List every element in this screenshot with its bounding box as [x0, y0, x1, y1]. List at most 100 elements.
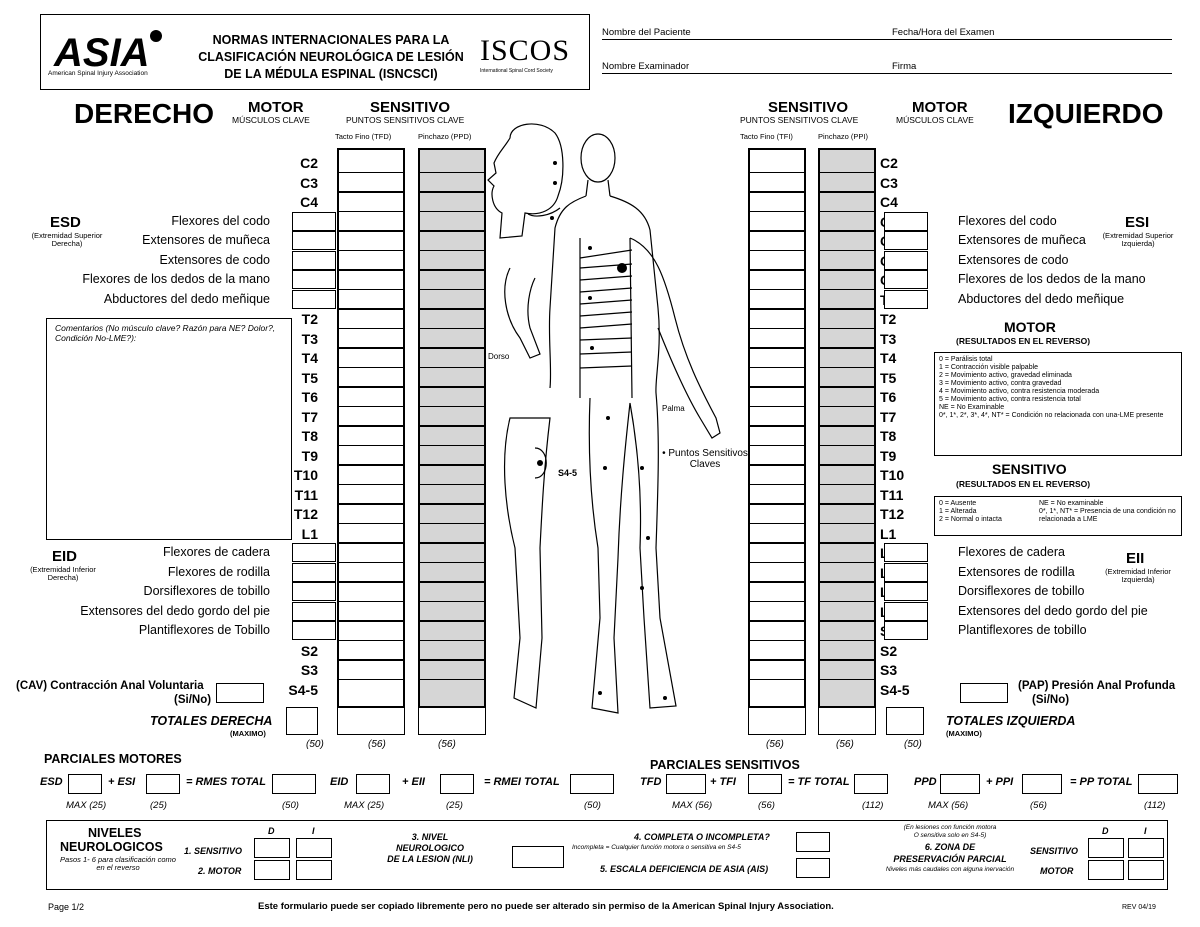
- left-side-title: IZQUIERDO: [1008, 98, 1164, 129]
- completeness-input[interactable]: [796, 832, 830, 852]
- right-motor-score-box[interactable]: [292, 543, 336, 562]
- lel-subscore-input[interactable]: [440, 774, 474, 794]
- lel-subscore-label: + EII: [402, 776, 425, 788]
- left-motor-score-box[interactable]: [884, 543, 928, 562]
- left-motor-title: MOTOR: [912, 99, 968, 116]
- ais-input[interactable]: [796, 858, 830, 878]
- right-motor-total[interactable]: [286, 707, 318, 735]
- sensory-row-divider: [418, 347, 486, 349]
- left-motor-score-box[interactable]: [884, 250, 928, 270]
- right-motor-score-box[interactable]: [292, 250, 336, 270]
- signature-field[interactable]: Firma: [892, 62, 1172, 74]
- vac-label: (CAV) Contracción Anal Voluntaria: [16, 680, 204, 692]
- levels-motor-label: 2. MOTOR: [198, 866, 242, 876]
- sensory-row-divider: [337, 308, 405, 310]
- nli-line-3: DE LA LESION (NLI): [387, 854, 473, 864]
- right-motor-score-box[interactable]: [292, 231, 336, 250]
- sensory-level-left[interactable]: [296, 838, 332, 858]
- nli-input[interactable]: [512, 846, 564, 868]
- left-segment-label: T2: [880, 311, 897, 327]
- left-pp-column[interactable]: [818, 148, 876, 708]
- left-pp-total[interactable]: [818, 707, 876, 735]
- lel-label: EII: [1126, 550, 1145, 567]
- left-motor-subtitle: MÚSCULOS CLAVE: [896, 115, 974, 125]
- zpp-motor-right[interactable]: [1088, 860, 1124, 880]
- sensory-row-divider: [418, 561, 486, 563]
- ler-subscore-label: EID: [330, 776, 349, 788]
- subscore-max-label: MAX (25): [344, 800, 385, 811]
- dap-input[interactable]: [960, 683, 1008, 703]
- right-upper-muscle-label: Flexores del codo: [171, 213, 270, 228]
- motor-level-left[interactable]: [296, 860, 332, 880]
- left-motor-score-box[interactable]: [884, 289, 928, 309]
- left-motor-score-box[interactable]: [884, 621, 928, 640]
- uems-total-input[interactable]: [272, 774, 316, 794]
- comments-box[interactable]: Comentarios (No músculo clave? Razón par…: [46, 318, 292, 540]
- sensory-row-divider: [418, 464, 486, 466]
- sensory-level-right[interactable]: [254, 838, 290, 858]
- right-max-motor: (50): [306, 739, 324, 750]
- left-motor-score-box[interactable]: [884, 231, 928, 250]
- sensory-row-divider: [337, 425, 405, 427]
- left-sensory-title: SENSITIVO: [768, 99, 849, 116]
- uer-subscore-input[interactable]: [68, 774, 102, 794]
- ltr-subscore-input[interactable]: [666, 774, 706, 794]
- left-segment-label: S2: [880, 642, 898, 659]
- footer-page: Page 1/2: [48, 902, 85, 912]
- completeness-label: 4. COMPLETA O INCOMPLETA?: [634, 832, 770, 842]
- left-motor-score-box[interactable]: [884, 562, 928, 582]
- right-motor-score-box[interactable]: [292, 601, 336, 621]
- zpp-sensory-right[interactable]: [1088, 838, 1124, 858]
- exam-date-field[interactable]: Fecha/Hora del Examen: [892, 27, 1172, 40]
- sensory-row-divider: [748, 483, 806, 485]
- ltl-subscore-label: + TFI: [710, 776, 736, 788]
- right-motor-score-box[interactable]: [292, 270, 336, 289]
- right-lt-total[interactable]: [337, 707, 405, 735]
- left-max-pp: (56): [836, 739, 854, 750]
- sensory-row-divider: [418, 600, 486, 602]
- lt-total-input[interactable]: [854, 774, 888, 794]
- ppr-subscore-input[interactable]: [940, 774, 980, 794]
- left-segment-label: T12: [880, 506, 905, 522]
- zpp-sensory-left[interactable]: [1128, 838, 1164, 858]
- front-rib-lines: [579, 249, 633, 369]
- right-pp-column[interactable]: [418, 148, 486, 708]
- sensory-row-divider: [337, 542, 405, 544]
- ler-subscore-input[interactable]: [356, 774, 390, 794]
- subscore-max-label: (56): [1030, 800, 1047, 811]
- sensory-row-divider: [748, 347, 806, 349]
- sensory-row-divider: [337, 464, 405, 466]
- patient-name-field[interactable]: Nombre del Paciente: [602, 27, 892, 40]
- left-motor-score-box[interactable]: [884, 270, 928, 289]
- right-motor-score-box[interactable]: [292, 211, 336, 231]
- left-segment-label: S3: [880, 662, 898, 678]
- pp-total-input[interactable]: [1138, 774, 1178, 794]
- uel-subscore-input[interactable]: [146, 774, 180, 794]
- left-motor-total[interactable]: [886, 707, 924, 735]
- right-motor-score-box[interactable]: [292, 582, 336, 601]
- right-motor-score-box[interactable]: [292, 289, 336, 309]
- lems-total-input[interactable]: [570, 774, 614, 794]
- left-lt-column[interactable]: [748, 148, 806, 708]
- ppl-subscore-input[interactable]: [1022, 774, 1062, 794]
- motor-legend-line: 3 = Movimiento activo, contra gravedad: [939, 380, 1062, 387]
- footer-notice: Este formulario puede ser copiado librem…: [258, 901, 834, 912]
- sensory-row-divider: [337, 444, 405, 446]
- right-lt-column[interactable]: [337, 148, 405, 708]
- palm-label: Palma: [662, 404, 685, 413]
- right-pp-total[interactable]: [418, 707, 486, 735]
- left-pp-label: Pinchazo (PPI): [818, 132, 869, 141]
- left-motor-score-box[interactable]: [884, 582, 928, 601]
- left-motor-score-box[interactable]: [884, 211, 928, 231]
- motor-level-right[interactable]: [254, 860, 290, 880]
- right-segment-label: S4-5: [288, 681, 318, 698]
- left-motor-score-box[interactable]: [884, 601, 928, 621]
- left-lt-total[interactable]: [748, 707, 806, 735]
- right-motor-score-box[interactable]: [292, 621, 336, 640]
- examiner-name-field[interactable]: Nombre Examinador: [602, 62, 892, 74]
- vac-input[interactable]: [216, 683, 264, 703]
- sensory-row-divider: [818, 269, 876, 271]
- zpp-motor-left[interactable]: [1128, 860, 1164, 880]
- right-motor-score-box[interactable]: [292, 562, 336, 582]
- ltl-subscore-input[interactable]: [748, 774, 782, 794]
